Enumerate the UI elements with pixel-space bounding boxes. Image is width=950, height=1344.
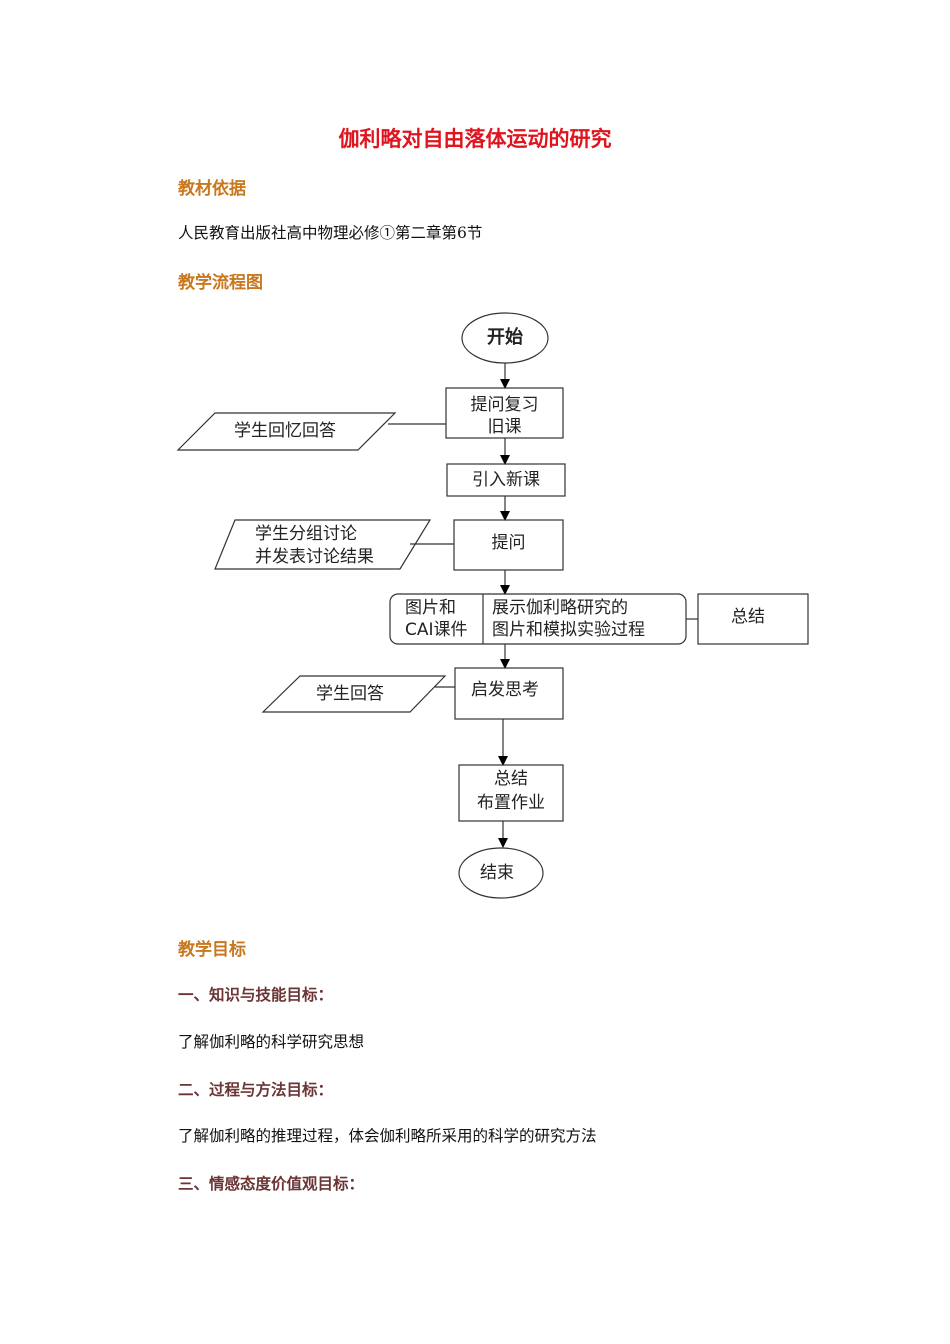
step6-line1: 总结 <box>494 769 528 789</box>
heading-basis: 教材依据 <box>178 179 246 199</box>
step2-box <box>446 463 566 497</box>
goal1-text: 了解伽利略的科学研究思想 <box>178 1033 365 1051</box>
step4-line1: 展示伽利略研究的 <box>492 598 628 618</box>
step3-box <box>453 519 564 571</box>
step3-label: 提问 <box>491 533 526 553</box>
end-node <box>458 847 544 899</box>
step5-label: 启发思考 <box>471 680 539 700</box>
goal1-heading: 一、知识与技能目标： <box>178 986 334 1004</box>
basis-text: 人民教育出版社高中物理必修①第二章第6节 <box>178 224 483 242</box>
side-summary-box <box>697 593 809 645</box>
heading-goals: 教学目标 <box>178 940 246 960</box>
media-line2: CAI课件 <box>405 620 468 640</box>
step6-line2: 布置作业 <box>477 793 545 813</box>
input2-line1: 学生分组讨论 <box>255 524 357 544</box>
media-line1: 图片和 <box>405 598 456 618</box>
goal3-heading: 三、情感态度价值观目标： <box>178 1175 365 1193</box>
input1-parallelogram <box>176 412 397 451</box>
step5-box <box>454 667 564 720</box>
heading-flowchart: 教学流程图 <box>178 273 263 293</box>
input2-line2: 并发表讨论结果 <box>255 547 374 567</box>
step2-label: 引入新课 <box>472 470 540 490</box>
step6-box <box>458 764 564 822</box>
side-summary-label: 总结 <box>731 607 765 627</box>
step4-line2: 图片和模拟实验过程 <box>492 620 645 640</box>
step1-line2: 旧课 <box>487 417 522 437</box>
step1-line1: 提问复习 <box>470 395 539 415</box>
input2-parallelogram <box>214 519 432 570</box>
goal2-text: 了解伽利略的推理过程，体会伽利略所采用的科学的研究方法 <box>178 1127 597 1145</box>
goal2-heading: 二、过程与方法目标： <box>178 1081 334 1099</box>
start-label: 开始 <box>487 327 523 348</box>
end-label: 结束 <box>480 863 514 883</box>
input3-label: 学生回答 <box>316 684 384 704</box>
input1-label: 学生回忆回答 <box>234 421 336 441</box>
document-title: 伽利略对自由落体运动的研究 <box>338 127 612 151</box>
input3-parallelogram <box>261 675 447 713</box>
